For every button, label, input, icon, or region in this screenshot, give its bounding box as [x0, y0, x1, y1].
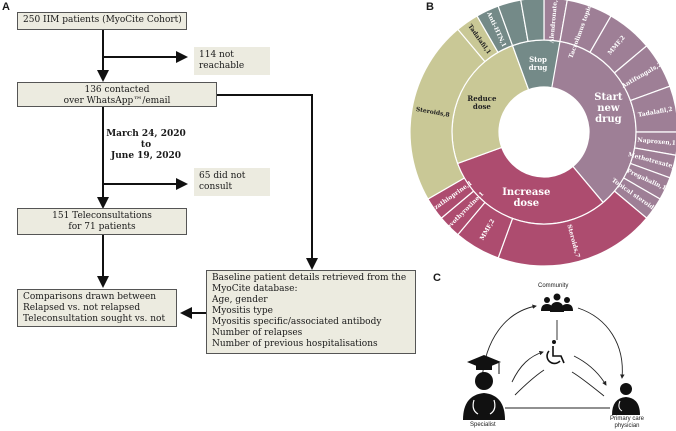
inner-label: Reduce: [467, 94, 497, 103]
teleconsultations-box: 151 Teleconsultations for 71 patients: [17, 208, 187, 235]
cohort-box: 250 IIM patients (MyoCite Cohort): [17, 12, 187, 30]
primary-care-label: Primary care physician: [610, 416, 645, 429]
inner-label: new: [597, 103, 620, 114]
panel-a-letter: A: [2, 1, 10, 13]
panel-b-letter: B: [426, 1, 434, 13]
arc-patient-primary: [573, 355, 607, 386]
not-consult-box: 65 did not consult: [194, 168, 270, 196]
inner-label: Start: [594, 92, 623, 103]
outer-label: Alendronate,1: [548, 0, 559, 44]
outer-label: Naproxen,1: [637, 137, 676, 147]
arc-specialist-patient: [511, 350, 544, 383]
inner-label: Increase: [502, 187, 550, 198]
community-label: Community: [538, 283, 569, 289]
primary-care-physician-icon: [612, 383, 640, 415]
arc-patient-specialist-lower: [514, 369, 545, 396]
community-icon: [541, 293, 573, 312]
outer-slice: [520, 0, 545, 43]
baseline-details-box: Baseline patient details retrieved from …: [206, 270, 416, 354]
inner-label: drug: [595, 114, 622, 125]
arc-community-primary: [577, 307, 625, 379]
inner-label: dose: [513, 198, 539, 209]
date-range-label: March 24, 2020 to June 19, 2020: [106, 129, 186, 161]
panel-c-letter: C: [433, 272, 441, 284]
inner-label: drug: [529, 63, 548, 72]
arc-primary-patient-lower: [571, 371, 605, 397]
inner-label: dose: [473, 102, 492, 111]
specialist-label: Specialist: [470, 422, 496, 428]
comparisons-box: Comparisons drawn between Relapsed vs. n…: [17, 289, 177, 327]
specialist-icon: [463, 355, 505, 420]
wheelchair-icon: [546, 340, 565, 365]
contacted-box: 136 contacted over WhatsApp™/email: [17, 82, 217, 107]
not-reachable-box: 114 not reachable: [194, 47, 270, 75]
inner-label: Stop: [529, 55, 547, 64]
